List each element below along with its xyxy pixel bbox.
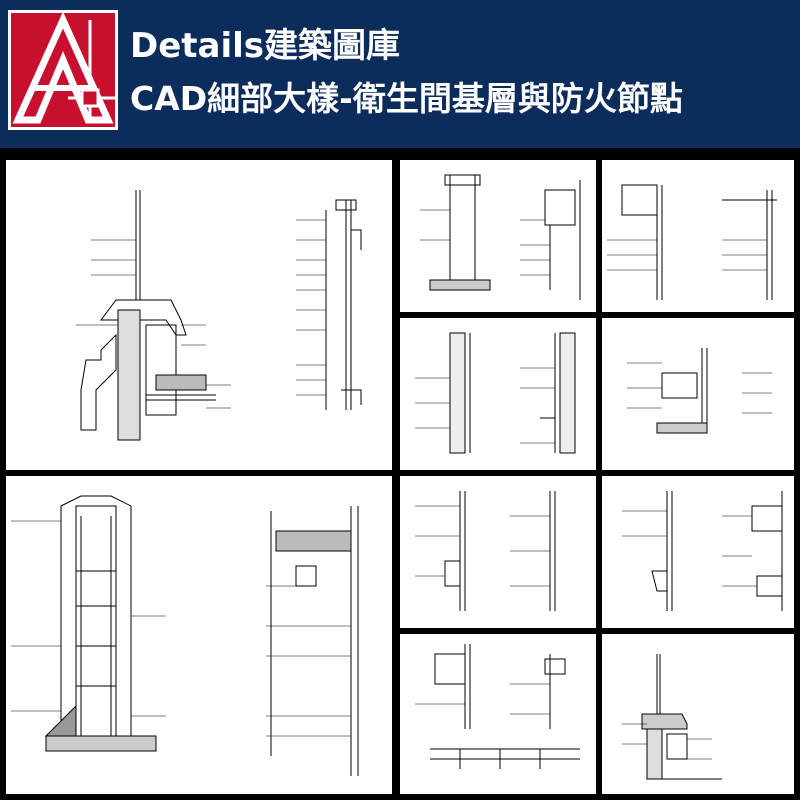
logo-icon (8, 10, 118, 130)
brand-latin: Details (130, 26, 265, 66)
drawing-panel (602, 634, 794, 794)
cad-drawing (420, 174, 581, 300)
cad-drawing (415, 332, 576, 454)
drawing-panel (6, 476, 392, 794)
drawing-panel (400, 476, 596, 628)
cad-drawing (622, 491, 783, 611)
cad-drawing (76, 190, 362, 441)
brand-cjk: 建築圖庫 (264, 26, 401, 66)
drawing-panel (400, 160, 596, 312)
drawing-panel (400, 634, 596, 794)
page-title: CAD細部大樣-衛生間基層與防火節點 (130, 79, 683, 118)
cad-drawing (622, 654, 722, 780)
drawing-panel (602, 160, 794, 312)
drawing-panel (6, 160, 392, 470)
drawing-panel (400, 318, 596, 470)
brand-line: Details建築圖庫 (130, 18, 400, 67)
drawing-panel (602, 318, 794, 470)
drawing-panel (602, 476, 794, 628)
cad-drawing (607, 184, 777, 300)
cad-drawing (415, 491, 556, 611)
cad-drawing (11, 495, 359, 776)
cad-drawing (415, 644, 580, 769)
header-banner: Details建築圖庫 CAD細部大樣-衛生間基層與防火節點 (0, 0, 800, 148)
cad-drawing (627, 348, 772, 434)
